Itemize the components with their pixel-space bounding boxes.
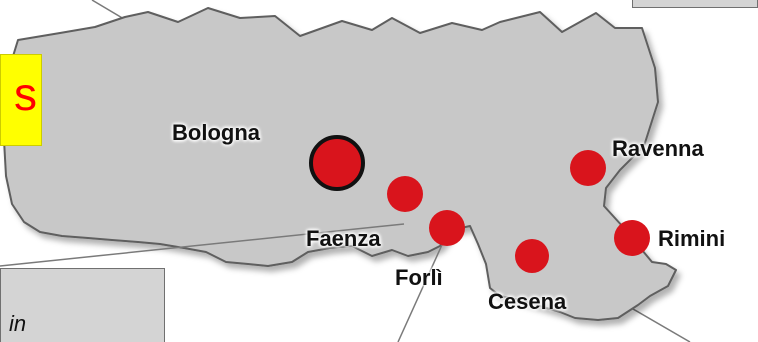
city-label-cesena: Cesena bbox=[488, 289, 567, 314]
yellow-callout-box: s bbox=[0, 54, 42, 146]
city-label-faenza: Faenza bbox=[306, 226, 381, 251]
city-label-ravenna: Ravenna bbox=[612, 136, 704, 161]
leader-line-faenza bbox=[0, 223, 405, 267]
bologna-marker[interactable] bbox=[309, 135, 365, 191]
rimini-marker[interactable] bbox=[614, 220, 650, 256]
cesena-marker[interactable] bbox=[515, 239, 549, 273]
gray-callout-text: in bbox=[9, 311, 27, 336]
yellow-callout-text: s bbox=[14, 68, 37, 120]
leader-line-forli bbox=[397, 235, 447, 342]
faenza-marker[interactable] bbox=[387, 176, 423, 212]
leader-lines-front bbox=[0, 223, 447, 342]
forli-marker[interactable] bbox=[429, 210, 465, 246]
city-label-bologna: Bologna bbox=[172, 120, 260, 145]
gray-callout-box-top bbox=[632, 0, 758, 8]
city-label-rimini: Rimini bbox=[658, 226, 726, 251]
city-label-forli: Forlì bbox=[395, 265, 443, 290]
gray-callout-box: in bbox=[0, 268, 165, 342]
ravenna-marker[interactable] bbox=[570, 150, 606, 186]
